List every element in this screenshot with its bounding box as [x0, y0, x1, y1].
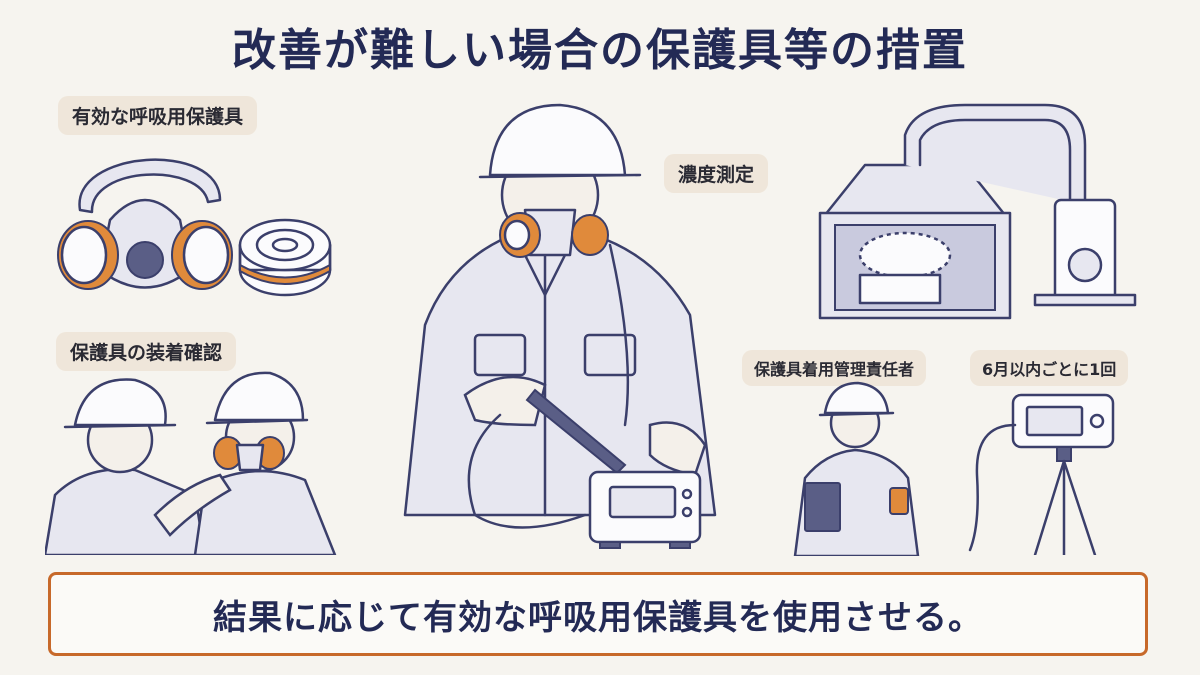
safety-manager-illustration	[793, 381, 920, 556]
conclusion-text: 結果に応じて有効な呼吸用保護具を使用させる。	[213, 597, 983, 638]
label-manager: 保護具着用管理責任者	[742, 350, 927, 386]
page-title: 改善が難しい場合の保護具等の措置	[232, 25, 968, 76]
respirator-mask-illustration	[57, 158, 233, 290]
filter-cartridge-illustration	[238, 218, 332, 297]
monitor-on-tripod-illustration	[968, 393, 1115, 555]
conclusion-box: 結果に応じて有効な呼吸用保護具を使用させる。	[48, 572, 1148, 656]
measuring-device-illustration	[588, 470, 702, 549]
fit-check-workers-illustration	[45, 371, 337, 555]
local-exhaust-booth-illustration	[818, 103, 1137, 320]
label-interval: 6月以内ごとに1回	[970, 350, 1129, 386]
label-respirator: 有効な呼吸用保護具	[58, 96, 258, 135]
label-concentration: 濃度測定	[664, 154, 769, 193]
worker-measuring-illustration	[403, 103, 717, 529]
label-fit-check: 保護具の装着確認	[56, 332, 237, 371]
